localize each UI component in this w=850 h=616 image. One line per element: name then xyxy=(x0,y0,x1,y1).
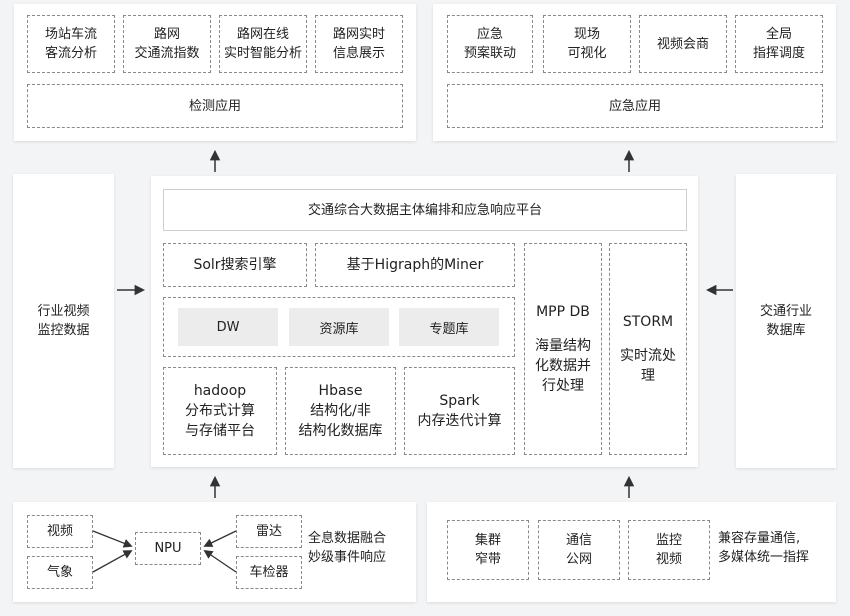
resource-library-box: 资源库 xyxy=(289,308,389,346)
topic-library-box: 专题库 xyxy=(399,308,499,346)
storage-group xyxy=(163,297,515,357)
vehicle-detector-node: 车检器 xyxy=(236,556,302,589)
mpp-db-title: MPP DB xyxy=(536,304,590,320)
traffic-database-label: 交通行业 数据库 xyxy=(759,304,812,338)
spark-box: Spark 内存迭代计算 xyxy=(404,367,515,455)
weather-node: 气象 xyxy=(27,556,93,589)
data-fusion-caption: 全息数据融合 妙级事件响应 xyxy=(308,531,387,565)
cluster-narrowband-node: 集群 窄带 xyxy=(447,520,529,580)
public-network-node: 通信 公网 xyxy=(538,520,620,580)
mpp-db-desc: 海量结构 化数据并 行处理 xyxy=(535,338,591,394)
road-traffic-index: 路网 交通流指数 xyxy=(123,15,211,73)
emergency-app-bar: 应急应用 xyxy=(447,84,823,128)
road-info-display: 路网实时 信息展示 xyxy=(315,15,403,73)
station-flow-analysis: 场站车流 客流分析 xyxy=(27,15,115,73)
storm-desc: 实时流处 理 xyxy=(620,348,676,384)
monitor-video-node: 监控 视频 xyxy=(628,520,710,580)
dw-box: DW xyxy=(178,308,278,346)
unified-command-panel xyxy=(427,502,836,602)
mpp-db-box: MPP DB 海量结构 化数据并 行处理 xyxy=(524,243,602,455)
solr-search-engine: Solr搜索引擎 xyxy=(163,243,307,287)
video-node: 视频 xyxy=(27,515,93,548)
global-command-dispatch: 全局 指挥调度 xyxy=(735,15,823,73)
storm-title: STORM xyxy=(622,314,674,330)
video-monitoring-label: 行业视频 监控数据 xyxy=(37,304,90,338)
scene-visualization: 现场 可视化 xyxy=(543,15,631,73)
video-consultation: 视频会商 xyxy=(639,15,727,73)
video-monitoring-source xyxy=(13,174,114,468)
hbase-box: Hbase 结构化/非 结构化数据库 xyxy=(285,367,396,455)
higraph-miner: 基于Higraph的Miner xyxy=(315,243,515,287)
hadoop-box: hadoop 分布式计算 与存储平台 xyxy=(163,367,277,455)
detection-app-bar: 检测应用 xyxy=(27,84,403,128)
unified-command-caption: 兼容存量通信, 多媒体统一指挥 xyxy=(718,531,810,565)
radar-node: 雷达 xyxy=(236,515,302,548)
platform-title: 交通综合大数据主体编排和应急响应平台 xyxy=(163,189,687,231)
road-realtime-analysis: 路网在线 实时智能分析 xyxy=(219,15,307,73)
traffic-database-source xyxy=(736,174,836,468)
storm-box: STORM 实时流处 理 xyxy=(609,243,687,455)
npu-node: NPU xyxy=(135,532,201,565)
emergency-plan-linkage: 应急 预案联动 xyxy=(447,15,533,73)
